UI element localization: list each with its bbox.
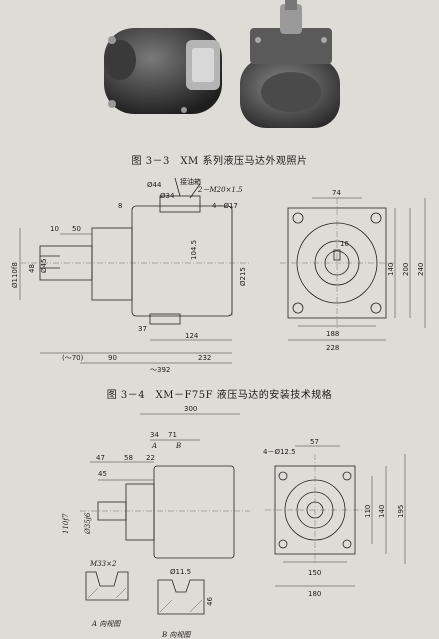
dim-180: 180	[308, 590, 321, 598]
dim-16: 16	[340, 240, 349, 248]
motor-photo	[104, 0, 340, 128]
dim-228: 228	[326, 344, 339, 352]
dim-m20: 2－M20×1.5	[197, 186, 243, 194]
label-b: B	[175, 442, 181, 450]
dim-200: 200	[402, 263, 410, 276]
dim-140: 140	[387, 263, 395, 276]
fig-3-3-caption: 图 3－3 XM 系列液压马达外观照片	[131, 156, 308, 167]
dim-70: (～70)	[62, 354, 84, 362]
fig-3-4-caption: 图 3－4 XM－F75F 液压马达的安装技术规格	[106, 390, 333, 401]
dim-71: 71	[168, 431, 177, 439]
dim-74: 74	[332, 189, 341, 197]
view-a-label: A 向视图	[91, 620, 121, 628]
dim-d125: 4－Ø12.5	[263, 448, 296, 456]
dim-46: 46	[206, 597, 214, 606]
dim-47: 47	[96, 454, 105, 462]
fig-3-4-drawing: Ø44 Ø34 接油箱 2－M20×1.5 4－Ø17 8 10 50 104.…	[0, 168, 439, 378]
dim-37: 37	[138, 325, 147, 333]
dim-m33: M33×2	[89, 560, 117, 568]
dim-104: 104.5	[190, 240, 198, 260]
fig-3-5-drawing: 300 34 71 A B 47 58 22 45 Ø35j6 110f7	[0, 404, 439, 639]
dim-34: 34	[150, 431, 159, 439]
dim-d34: Ø34	[160, 192, 175, 200]
dim-10: 10	[50, 225, 59, 233]
label-oil-box: 接油箱	[180, 177, 201, 186]
dim-d115: Ø11.5	[170, 568, 191, 576]
dim-d17: 4－Ø17	[212, 202, 238, 210]
dim-110-right: 110	[364, 505, 372, 518]
dim-22: 22	[146, 454, 155, 462]
label-a: A	[151, 442, 157, 450]
dim-57: 57	[310, 438, 319, 446]
dim-110f7: 110f7	[62, 513, 70, 534]
dim-d215: Ø215	[239, 267, 247, 286]
dim-240: 240	[417, 263, 425, 276]
dim-45: 45	[98, 470, 107, 478]
dim-d44: Ø44	[147, 181, 162, 189]
dim-392: ～392	[150, 366, 170, 374]
dim-d110: Ø110f8	[11, 262, 19, 288]
dim-8: 8	[118, 202, 122, 210]
dim-50: 50	[72, 225, 81, 233]
view-b-label: B 向视图	[161, 631, 191, 639]
dim-124: 124	[185, 332, 199, 340]
dim-188: 188	[326, 330, 339, 338]
dim-90: 90	[108, 354, 117, 362]
dim-300: 300	[184, 405, 197, 413]
dim-d45: Ø45	[40, 259, 48, 273]
dim-150: 150	[308, 569, 321, 577]
dim-140-right: 140	[378, 505, 386, 518]
dim-58: 58	[124, 454, 133, 462]
dim-195: 195	[397, 505, 405, 518]
dim-48: 48	[28, 264, 36, 273]
dim-232: 232	[198, 354, 211, 362]
dim-d35: Ø35j6	[84, 512, 92, 535]
